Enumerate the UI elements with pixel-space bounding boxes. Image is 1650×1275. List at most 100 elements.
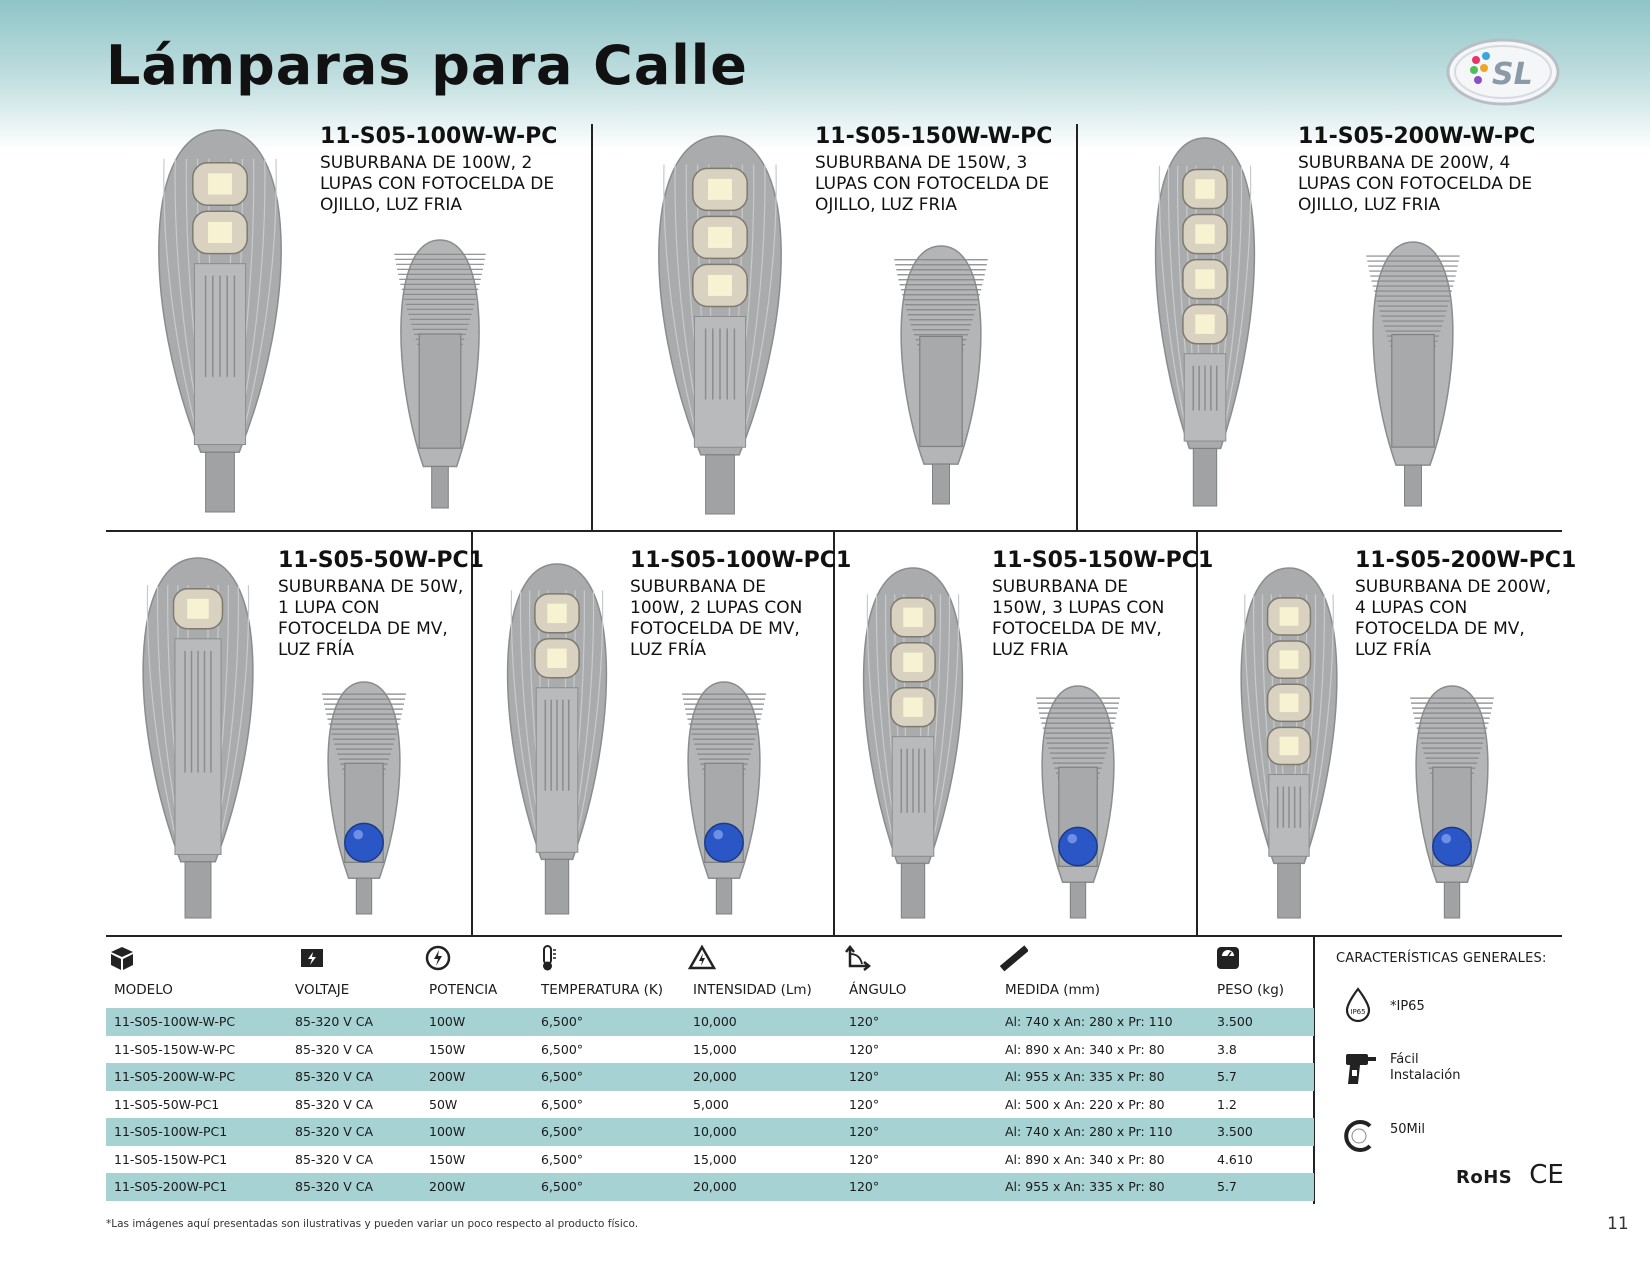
table-cell: 120° — [849, 1151, 880, 1167]
street-lamp-back-image — [894, 245, 988, 505]
table-cell: 85-320 V CA — [295, 1041, 374, 1057]
street-lamp-front-image — [1240, 567, 1338, 919]
product-code: 11-S05-100W-W-PC — [320, 124, 558, 149]
product-card: 11-S05-150W-PC1 SUBURBANA DE 150W, 3 LUP… — [992, 548, 1214, 661]
divider — [1313, 936, 1315, 1204]
table-cell: 6,500° — [533, 1118, 685, 1146]
street-lamp-back-image — [394, 239, 486, 509]
table-cell: Al: 740 x An: 280 x Pr: 110 — [997, 1118, 1209, 1146]
table-cell: 50W — [429, 1096, 458, 1112]
table-cell: 150W — [429, 1041, 466, 1057]
product-description: SUBURBANA DE 200W, 4 LUPAS CON FOTOCELDA… — [1298, 153, 1533, 215]
product-card: 11-S05-50W-PC1 SUBURBANA DE 50W, 1 LUPA … — [278, 548, 484, 661]
street-lamp-back-image — [682, 681, 766, 915]
rohs-logo: RoHS — [1456, 1167, 1513, 1188]
table-cell: 3.500 — [1209, 1118, 1314, 1146]
column-header: POTENCIA — [429, 982, 498, 998]
table-cell: 11-S05-50W-PC1 — [114, 1096, 220, 1112]
column-header: ÁNGULO — [849, 982, 907, 998]
street-lamp-back-image — [1036, 685, 1120, 919]
warning-triangle-icon — [688, 944, 716, 970]
table-cell: 11-S05-200W-W-PC — [106, 1063, 287, 1091]
table-cell: 6,500° — [533, 1063, 685, 1091]
table-cell: 10,000 — [685, 1008, 841, 1036]
table-cell: Al: 890 x An: 340 x Pr: 80 — [1005, 1151, 1165, 1167]
table-cell: 200W — [421, 1063, 533, 1091]
divider — [471, 531, 473, 935]
table-cell: 20,000 — [685, 1173, 841, 1201]
street-lamp-front-image — [862, 567, 964, 919]
product-card: 11-S05-150W-W-PC SUBURBANA DE 150W, 3 LU… — [815, 124, 1055, 216]
divider — [106, 935, 1562, 937]
ip-rating: *IP65 — [1390, 999, 1425, 1014]
table-cell: Al: 890 x An: 340 x Pr: 80 — [1005, 1041, 1165, 1057]
table-cell: 100W — [421, 1008, 533, 1036]
scale-icon — [1217, 947, 1239, 969]
table-cell: 11-S05-200W-PC1 — [106, 1173, 287, 1201]
company-logo: SL — [1446, 38, 1560, 106]
table-cell: 5,000 — [693, 1096, 729, 1112]
product-card: 11-S05-200W-W-PC SUBURBANA DE 200W, 4 LU… — [1298, 124, 1538, 216]
table-row: 11-S05-50W-PC1 85-320 V CA 50W 6,500° 5,000 1… — [106, 1091, 1314, 1119]
table-cell: 6,500° — [533, 1173, 685, 1201]
product-code: 11-S05-150W-PC1 — [992, 548, 1214, 573]
header-band — [0, 0, 1650, 150]
lifetime-hours: 50Mil — [1390, 1122, 1425, 1137]
table-cell: 11-S05-100W-W-PC — [106, 1008, 287, 1036]
table-cell: 85-320 V CA — [295, 1096, 374, 1112]
product-card: 11-S05-100W-W-PC SUBURBANA DE 100W, 2 LU… — [320, 124, 560, 216]
column-header: MEDIDA (mm) — [1005, 982, 1101, 998]
divider — [833, 531, 835, 935]
street-lamp-back-image — [1366, 241, 1460, 507]
table-cell: 6,500° — [541, 1096, 584, 1112]
table-cell: 85-320 V CA — [287, 1063, 421, 1091]
divider — [1196, 531, 1198, 935]
spec-table-header-row: MODELO VOLTAJE POTENCIA TEMPERATURA (K) … — [106, 976, 1314, 1008]
table-cell: 4.610 — [1217, 1151, 1253, 1167]
table-cell: 1.2 — [1217, 1096, 1237, 1112]
power-icon — [425, 945, 451, 971]
table-cell: 120° — [841, 1008, 997, 1036]
table-cell: 120° — [841, 1118, 997, 1146]
table-cell: 85-320 V CA — [287, 1008, 421, 1036]
footnote: *Las imágenes aquí presentadas son ilust… — [106, 1218, 639, 1230]
table-cell: 11-S05-150W-W-PC — [114, 1041, 236, 1057]
product-description: SUBURBANA DE 200W, 4 LUPAS CON FOTOCELDA… — [1355, 577, 1552, 660]
column-header: INTENSIDAD (Lm) — [693, 982, 812, 998]
product-description: SUBURBANA DE 100W, 2 LUPAS CON FOTOCELDA… — [320, 153, 555, 215]
product-description: SUBURBANA DE 150W, 3 LUPAS CON FOTOCELDA… — [815, 153, 1050, 215]
table-cell: 3.8 — [1217, 1041, 1237, 1057]
table-cell: 10,000 — [685, 1118, 841, 1146]
certifications: RoHS CE — [1456, 1160, 1564, 1190]
product-card: 11-S05-200W-PC1 SUBURBANA DE 200W, 4 LUP… — [1355, 548, 1577, 661]
product-code: 11-S05-150W-W-PC — [815, 124, 1053, 149]
table-cell: 5.7 — [1209, 1063, 1314, 1091]
table-cell: 6,500° — [533, 1008, 685, 1036]
table-cell: 120° — [849, 1041, 880, 1057]
column-header: VOLTAJE — [295, 982, 350, 998]
table-cell: 6,500° — [541, 1151, 584, 1167]
street-lamp-front-image — [158, 129, 282, 513]
table-cell: 120° — [849, 1096, 880, 1112]
easy-install-line1: Fácil — [1390, 1052, 1419, 1067]
table-cell: 15,000 — [693, 1041, 737, 1057]
ip-badge-text: IP65 — [1350, 1008, 1365, 1016]
drill-icon — [1346, 1054, 1376, 1084]
street-lamp-front-image — [1154, 137, 1256, 507]
table-cell: 120° — [841, 1173, 997, 1201]
logo-text: SL — [1492, 57, 1533, 92]
street-lamp-front-image — [142, 557, 254, 919]
voltage-icon — [301, 949, 323, 967]
table-cell: 85-320 V CA — [287, 1118, 421, 1146]
product-description: SUBURBANA DE 100W, 2 LUPAS CON FOTOCELDA… — [630, 577, 803, 660]
table-cell: 15,000 — [693, 1151, 737, 1167]
table-cell: Al: 955 x An: 335 x Pr: 80 — [997, 1063, 1209, 1091]
column-header: TEMPERATURA (K) — [541, 982, 663, 998]
thermometer-icon — [543, 945, 556, 971]
product-code: 11-S05-200W-PC1 — [1355, 548, 1577, 573]
product-description: SUBURBANA DE 50W, 1 LUPA CON FOTOCELDA D… — [278, 577, 464, 660]
